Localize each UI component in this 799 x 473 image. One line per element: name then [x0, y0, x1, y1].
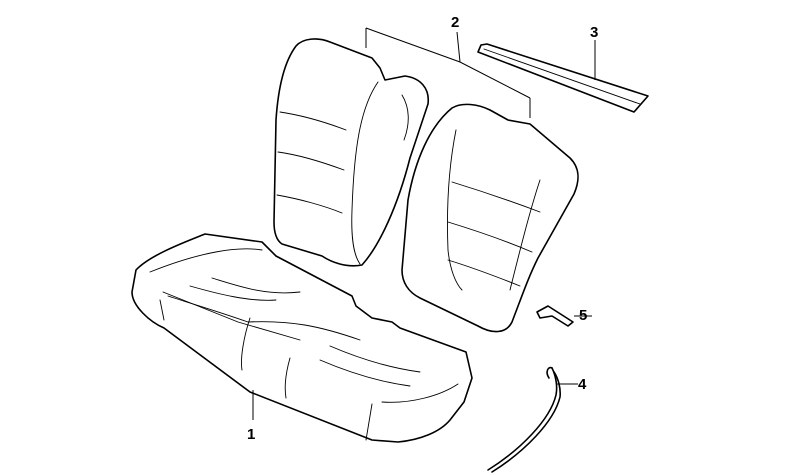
callout-5: 5 [579, 307, 587, 324]
seat-cushion [131, 233, 473, 443]
wire-rod [487, 366, 561, 473]
callout-3: 3 [590, 24, 598, 41]
backrest-right [401, 103, 579, 333]
callout-2: 2 [451, 14, 459, 31]
clip [536, 305, 574, 327]
leader-lines [252, 27, 596, 420]
backrest-left [273, 38, 430, 267]
callout-4: 4 [578, 376, 587, 393]
trim-strip [477, 43, 649, 113]
callout-1: 1 [247, 426, 255, 443]
